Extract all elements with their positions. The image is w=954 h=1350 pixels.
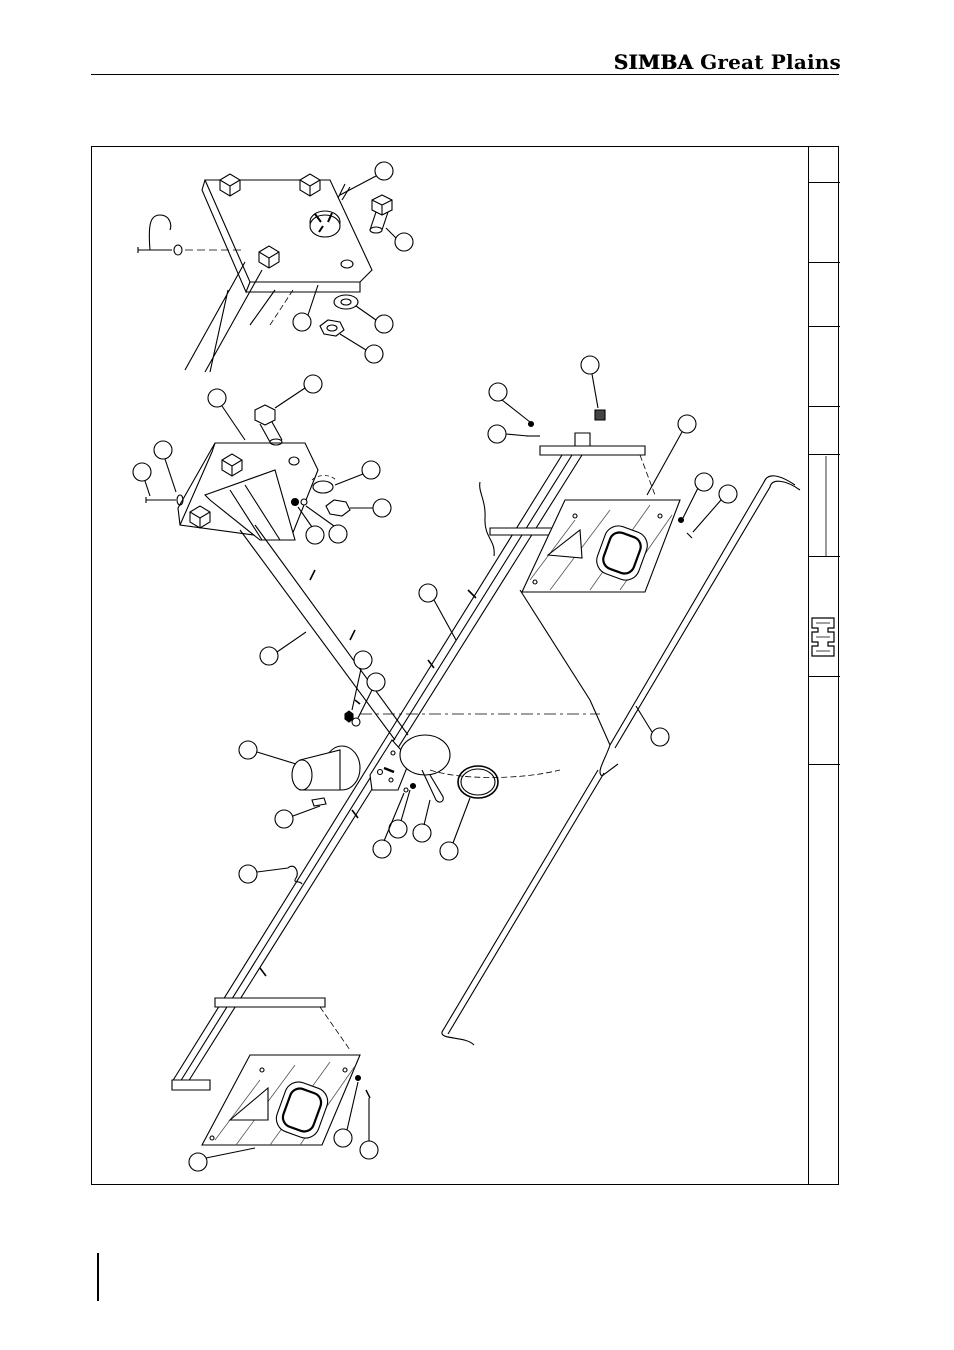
beacon-socket-housing: [288, 746, 360, 884]
assembly-center-line: [270, 290, 293, 325]
callout-balloon: [693, 485, 737, 532]
clevis-pin: [146, 497, 176, 503]
hub-cover-plate: [400, 735, 450, 775]
r-clip: [288, 866, 302, 884]
callout-balloon: [389, 790, 410, 838]
callout-balloon: [340, 334, 383, 363]
small-washer: [404, 788, 408, 792]
callout-balloon: [298, 507, 324, 544]
small-nut: [411, 784, 416, 789]
small-nut: [356, 1076, 361, 1081]
callout-balloon: [647, 415, 696, 495]
rubber-gasket-ring-inner: [461, 769, 495, 795]
small-nut: [529, 422, 534, 427]
small-nut: [292, 499, 299, 506]
callout-balloon: [239, 865, 288, 883]
callout-balloon: [189, 1148, 255, 1171]
flat-washer: [334, 295, 358, 309]
company-logo-mark-icon: [812, 618, 834, 656]
callout-balloon: [350, 499, 391, 517]
callout-balloon: [419, 584, 456, 640]
swivel-mount-bracket: [146, 405, 350, 540]
socket-pin: [312, 798, 326, 806]
callout-balloon: [386, 228, 413, 251]
rubber-gasket-ring: [458, 766, 498, 798]
assembly-center-line: [640, 455, 655, 495]
callout-balloon: [154, 441, 176, 492]
callout-balloon: [683, 473, 713, 518]
center-swivel-hub: [345, 700, 600, 802]
callout-balloon: [360, 1098, 378, 1159]
rotating-swivel-nut: [310, 211, 340, 237]
small-washer: [301, 499, 307, 505]
callout-balloon: [260, 632, 306, 665]
callout-balloon: [239, 741, 296, 764]
loose-hex-bolt: [255, 405, 282, 445]
small-screw: [687, 533, 692, 538]
callout-balloon: [275, 375, 322, 408]
page-margin-rule: [97, 1253, 99, 1301]
small-screw: [366, 1090, 370, 1098]
light-cable-loop: [480, 482, 495, 556]
clevis-pin: [138, 247, 172, 253]
small-nut: [345, 711, 353, 722]
bent-retaining-rod: [149, 215, 170, 250]
small-nut: [679, 518, 684, 523]
small-screw: [355, 700, 360, 704]
split-pin: [338, 184, 350, 200]
flat-washer: [313, 481, 333, 493]
callout-balloon: [133, 463, 151, 496]
callout-balloon: [413, 800, 431, 842]
rear-light-panel-right: [522, 410, 692, 592]
callout-balloons: [133, 162, 737, 1171]
assembly-center-line: [320, 1007, 350, 1050]
callout-balloon: [440, 798, 470, 860]
callout-balloon: [488, 425, 528, 443]
callout-balloon: [335, 461, 380, 485]
callout-balloon: [581, 356, 599, 408]
callout-balloon: [208, 389, 245, 440]
cable-clip: [595, 410, 605, 420]
loose-hex-bolt: [370, 195, 392, 233]
hex-nut: [320, 320, 344, 336]
callout-balloon: [275, 806, 320, 828]
pin-washer: [174, 245, 182, 255]
callout-balloon: [489, 383, 530, 422]
hex-nut: [326, 500, 350, 516]
light-mount-bar-bottom: [215, 998, 350, 1050]
callout-balloon: [356, 306, 393, 333]
callout-balloon: [636, 706, 669, 746]
